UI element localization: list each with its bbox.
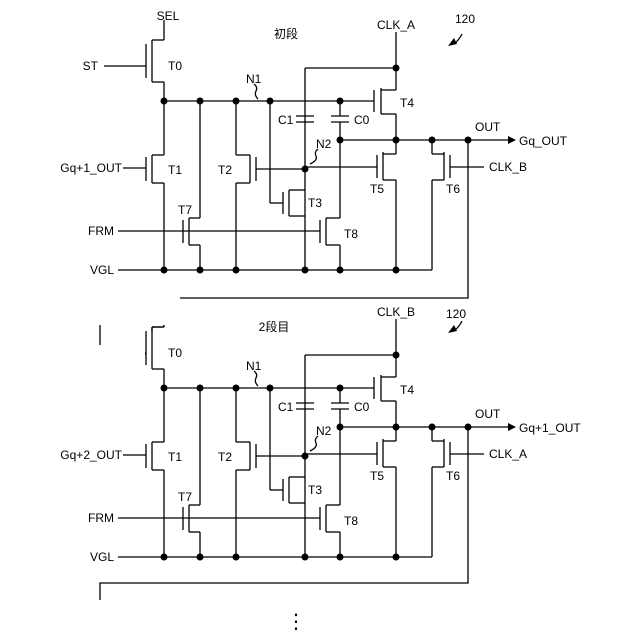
stage-2-t7: T7 bbox=[178, 490, 192, 504]
stage-2-ref: 120 bbox=[446, 307, 466, 321]
stage-1-t0: T0 bbox=[168, 59, 182, 73]
stage-2-n2: N2 bbox=[316, 424, 332, 438]
stage-2-t0: T0 bbox=[168, 346, 182, 360]
stage-2-n1: N1 bbox=[246, 359, 262, 373]
stage-1-t2: T2 bbox=[218, 163, 232, 177]
stage-1-t4: T4 bbox=[400, 96, 414, 110]
stage-2-t3: T3 bbox=[308, 483, 322, 497]
stage-1-t5: T5 bbox=[370, 182, 384, 196]
stage-1-output-label: Gq_OUT bbox=[519, 134, 568, 148]
stage-2-output-label: Gq+1_OUT bbox=[519, 421, 581, 435]
stage-2-t2: T2 bbox=[218, 450, 232, 464]
stage-2-t4: T4 bbox=[400, 383, 414, 397]
stage-2-t6: T6 bbox=[446, 469, 460, 483]
stage-1-frm: FRM bbox=[88, 224, 114, 238]
stage-2-t5: T5 bbox=[370, 469, 384, 483]
stage-2-c1: C1 bbox=[278, 400, 294, 414]
stage-1-c1: C1 bbox=[278, 113, 294, 127]
stage-2: 2段目 120 Gq+2_OUT CLK_B CLK_A Gq+1_OUT T0… bbox=[60, 287, 581, 564]
stage-1-t6: T6 bbox=[446, 182, 460, 196]
stage-1-t1: T1 bbox=[168, 163, 182, 177]
stage-1-sel-label: SEL bbox=[157, 9, 180, 23]
stage-2-t1: T1 bbox=[168, 450, 182, 464]
stage-2-t1-input-label: Gq+2_OUT bbox=[60, 448, 122, 462]
stage-1-t7: T7 bbox=[178, 203, 192, 217]
stage-1-ref: 120 bbox=[455, 12, 475, 26]
stage-1-clk-t6-label: CLK_B bbox=[489, 160, 527, 174]
stage-2-out: OUT bbox=[475, 407, 501, 421]
stage-2-clk-top-label: CLK_B bbox=[377, 305, 415, 319]
stage-1-vgl: VGL bbox=[90, 263, 114, 277]
stage-2-frm: FRM bbox=[88, 511, 114, 525]
stage-2-t8: T8 bbox=[344, 514, 358, 528]
stage-1-circuit bbox=[104, 20, 516, 274]
stage-1-n1: N1 bbox=[246, 72, 262, 86]
stage-1-title: 初段 bbox=[274, 26, 298, 41]
stage-1: 初段 120 SEL ST Gq+1_OUT CLK_A CLK_B Gq_OU… bbox=[60, 9, 567, 277]
stage-1-t8: T8 bbox=[344, 227, 358, 241]
continuation-ellipsis: ⋮ bbox=[286, 611, 306, 633]
stage-1-clk-top-label: CLK_A bbox=[377, 18, 415, 32]
stage-1-st-label: ST bbox=[83, 59, 99, 73]
stage-1-n2: N2 bbox=[316, 137, 332, 151]
stage-2-title: 2段目 bbox=[259, 319, 290, 334]
stage-2-vgl: VGL bbox=[90, 550, 114, 564]
ref-arrow-2-head bbox=[448, 325, 457, 333]
stage-2-clk-t6-label: CLK_A bbox=[489, 447, 527, 461]
stage-1-out: OUT bbox=[475, 120, 501, 134]
stage-1-t1-input-label: Gq+1_OUT bbox=[60, 161, 122, 175]
stage-2-c0: C0 bbox=[354, 400, 370, 414]
stage-2-link-wire bbox=[100, 427, 468, 600]
stage-1-t3: T3 bbox=[308, 196, 322, 210]
stage-1-c0: C0 bbox=[354, 113, 370, 127]
ref-arrow-1-head bbox=[448, 38, 457, 46]
stage-2-circuit bbox=[104, 307, 516, 561]
